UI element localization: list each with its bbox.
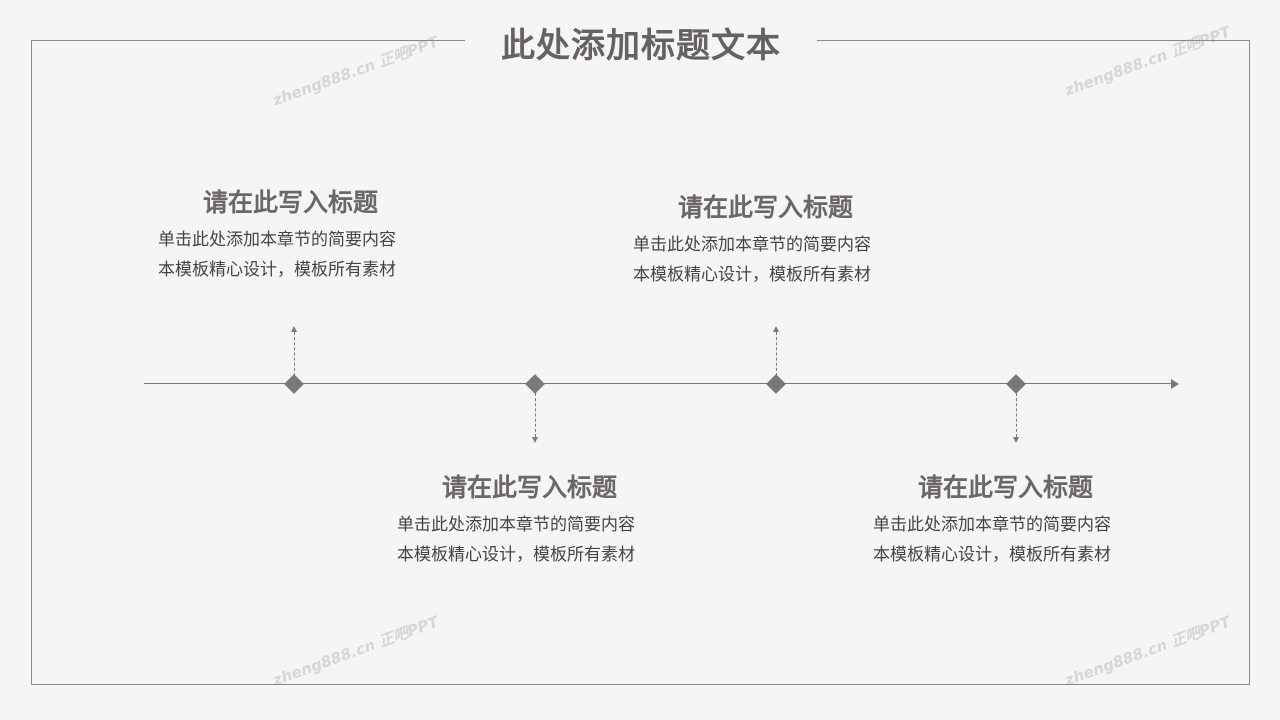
item-line: 本模板精心设计，模板所有素材 xyxy=(158,260,396,280)
item-heading: 请在此写入标题 xyxy=(677,193,853,222)
slide-title: 此处添加标题文本 xyxy=(501,26,781,66)
connector-2 xyxy=(535,393,536,437)
item-heading: 请在此写入标题 xyxy=(917,473,1093,502)
item-line: 本模板精心设计，模板所有素材 xyxy=(873,545,1111,565)
timeline-axis xyxy=(144,383,1172,384)
timeline-item-1: 请在此写入标题 单击此处添加本章节的简要内容 本模板精心设计，模板所有素材 xyxy=(158,183,438,285)
connector-3 xyxy=(776,332,777,376)
item-heading: 请在此写入标题 xyxy=(441,473,617,502)
timeline-item-2: 请在此写入标题 单击此处添加本章节的简要内容 本模板精心设计，模板所有素材 xyxy=(397,468,677,570)
timeline-arrow-icon xyxy=(1171,379,1179,389)
item-heading: 请在此写入标题 xyxy=(202,188,378,217)
item-line: 本模板精心设计，模板所有素材 xyxy=(633,265,871,285)
title-gap xyxy=(465,20,817,60)
item-line: 单击此处添加本章节的简要内容 xyxy=(633,235,871,255)
arrow-down-icon xyxy=(532,437,538,443)
item-line: 单击此处添加本章节的简要内容 xyxy=(158,230,396,250)
arrow-up-icon xyxy=(773,326,779,332)
connector-4 xyxy=(1016,393,1017,437)
arrow-down-icon xyxy=(1013,437,1019,443)
timeline-item-3: 请在此写入标题 单击此处添加本章节的简要内容 本模板精心设计，模板所有素材 xyxy=(633,188,913,290)
connector-1 xyxy=(294,332,295,376)
arrow-up-icon xyxy=(291,326,297,332)
timeline-item-4: 请在此写入标题 单击此处添加本章节的简要内容 本模板精心设计，模板所有素材 xyxy=(873,468,1153,570)
item-line: 单击此处添加本章节的简要内容 xyxy=(873,515,1111,535)
slide-frame xyxy=(31,40,1250,685)
item-line: 本模板精心设计，模板所有素材 xyxy=(397,545,635,565)
item-line: 单击此处添加本章节的简要内容 xyxy=(397,515,635,535)
